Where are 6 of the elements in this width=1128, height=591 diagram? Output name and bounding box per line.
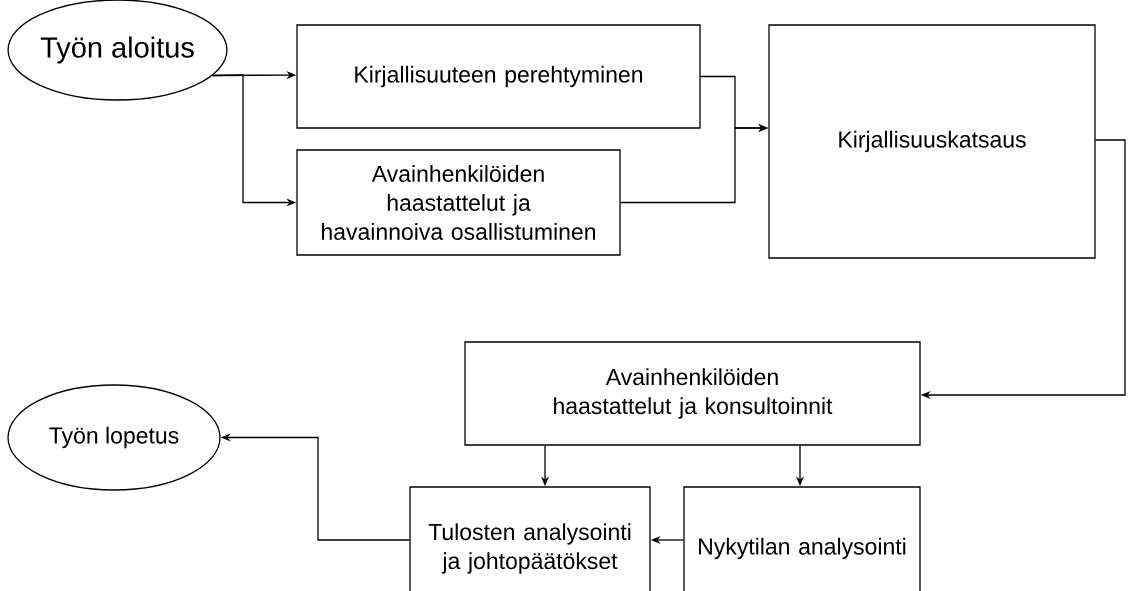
process-box: Nykytilan analysointi bbox=[683, 486, 921, 591]
process-box: Avainhenkilöiden haastattelut ja havainnoiva osallistuminen bbox=[296, 149, 621, 256]
process-box: Tulosten analysointi ja johtopäätökset bbox=[409, 486, 651, 591]
process-box: Avainhenkilöiden haastattelut ja konsultoinnit bbox=[464, 341, 921, 446]
process-box: Kirjallisuuskatsaus bbox=[768, 24, 1096, 259]
process-box: Kirjallisuuteen perehtyminen bbox=[296, 24, 701, 129]
